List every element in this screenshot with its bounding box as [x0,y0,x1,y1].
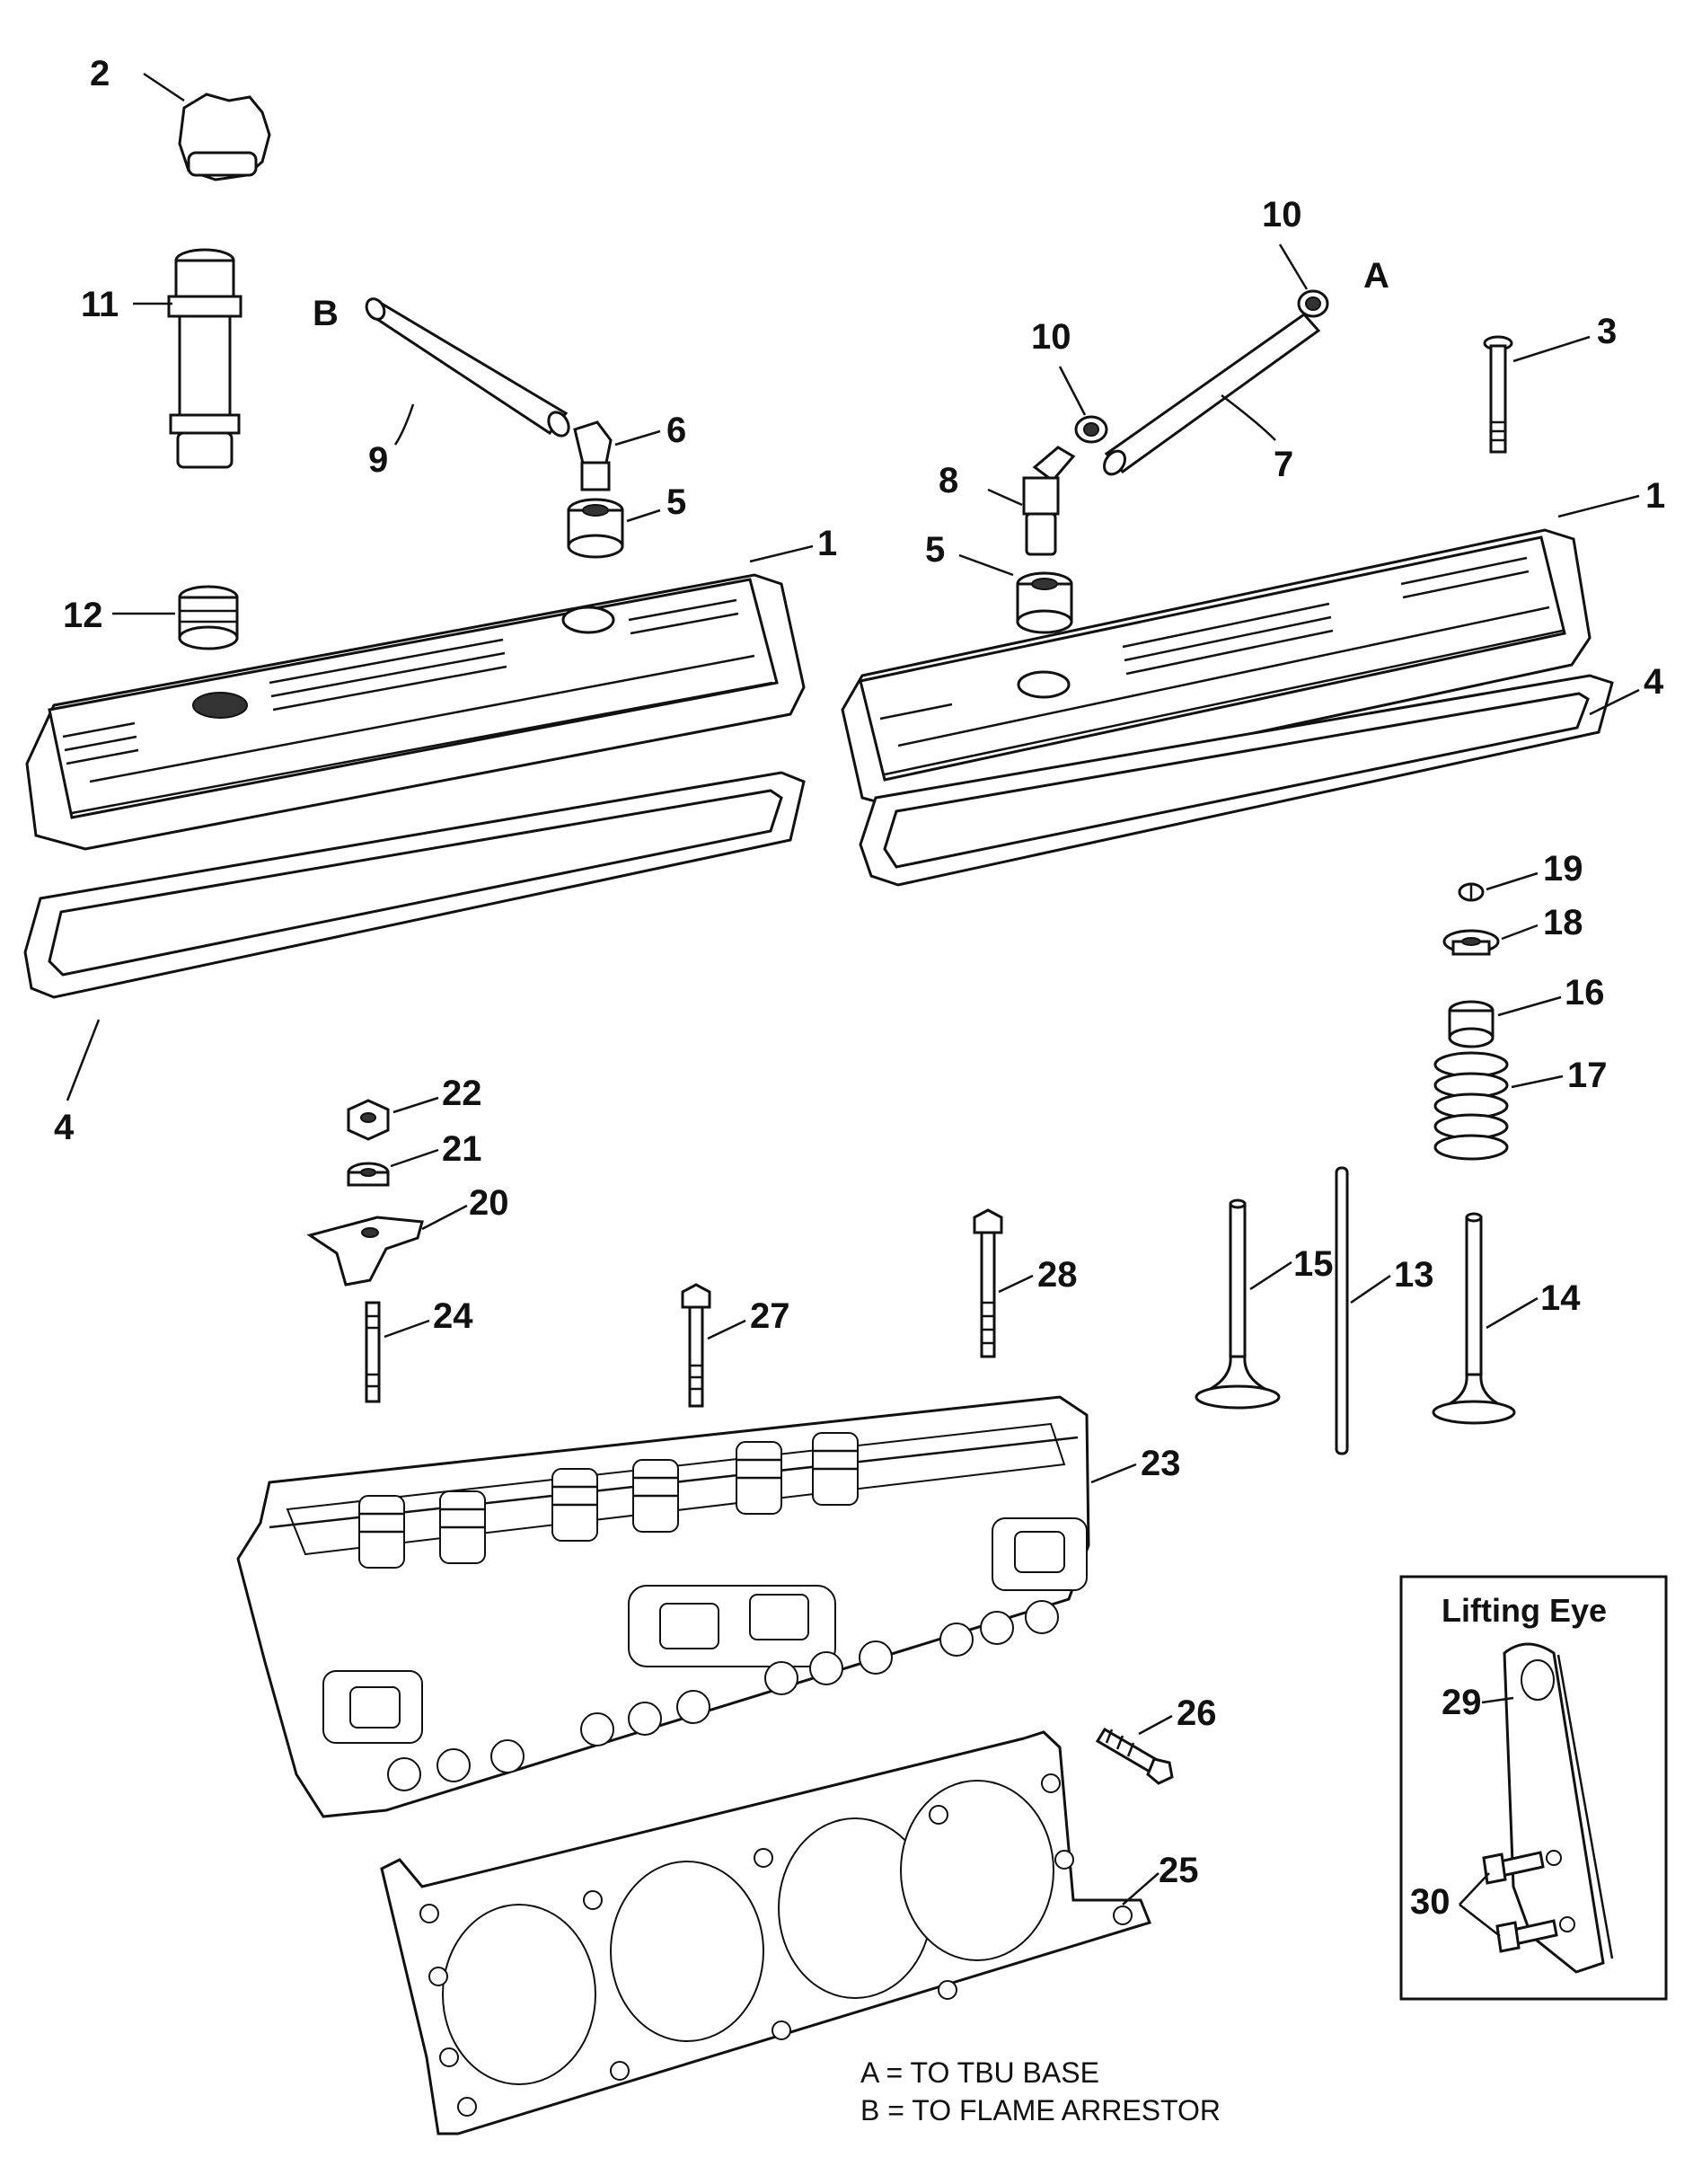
elbow-fitting-6 [573,420,661,491]
valve-seal-16 [1448,995,1562,1048]
callout-5-right: 5 [925,530,945,570]
callout-29: 29 [1442,1683,1482,1722]
pcv-valve-8 [987,446,1076,556]
lifting-eye-bracket-29 [1481,1642,1614,1974]
breather-hose-7 [1103,313,1321,476]
head-bolt-28 [973,1208,1034,1358]
inset-title: Lifting Eye [1442,1592,1607,1629]
rocker-ball-21 [347,1148,439,1187]
callout-4-left: 4 [54,1108,75,1147]
callout-4-right: 4 [1644,662,1664,702]
breather-hose-9 [365,297,570,446]
callout-11: 11 [81,285,119,324]
letter-a: A [1363,256,1389,296]
callout-7: 7 [1274,445,1293,484]
hose-clamp-10-top [1278,243,1329,318]
bolt-26 [1095,1714,1174,1785]
grommet-5-left [567,498,661,559]
oil-fill-tube [133,248,242,469]
rocker-nut-22 [347,1096,439,1141]
valve-cover-left [25,544,814,851]
callout-30: 30 [1410,1882,1451,1922]
lifting-eye-inset: Lifting Eye [1399,1575,1668,2001]
oil-fill-cap [143,72,271,181]
callout-15: 15 [1293,1244,1334,1284]
callout-1-right: 1 [1645,476,1665,516]
lifting-eye-bolts-30 [1459,1851,1558,1953]
callout-28: 28 [1037,1255,1078,1295]
rocker-arm-20 [306,1204,468,1287]
callout-20: 20 [469,1183,509,1223]
callout-26: 26 [1177,1693,1217,1733]
callout-21: 21 [442,1129,482,1169]
callout-23: 23 [1141,1444,1181,1483]
cylinder-head-23 [236,1395,1137,1818]
grommet-12 [112,585,239,650]
valve-retainer-18 [1442,924,1539,956]
valve-cover-right [841,494,1640,810]
callout-9: 9 [368,440,388,480]
callout-25: 25 [1159,1851,1199,1890]
legend-a: A = TO TBU BASE [860,2056,1099,2089]
grommet-5-right [958,553,1073,634]
callout-22: 22 [442,1074,482,1113]
rocker-stud-24 [365,1301,430,1403]
callout-17: 17 [1567,1056,1608,1095]
hose-clamp-10-lower [1058,366,1108,444]
valve-cover-gasket-left [23,771,806,1101]
callout-8: 8 [939,461,958,500]
callout-2: 2 [90,54,110,93]
pushrod-13 [1335,1166,1391,1455]
callout-1-left: 1 [817,524,837,563]
callout-18: 18 [1543,903,1583,942]
callout-3: 3 [1597,312,1617,351]
head-springs [358,1432,859,1569]
callout-12: 12 [63,596,103,635]
callout-24: 24 [433,1296,473,1336]
letter-b: B [313,294,339,333]
callout-16: 16 [1565,973,1605,1012]
legend-b: B = TO FLAME ARRESTOR [860,2094,1221,2127]
valve-cover-gasket-right [859,674,1640,887]
callout-10-lower: 10 [1031,317,1071,357]
cover-bolt-3 [1483,335,1591,454]
callout-27: 27 [750,1296,790,1336]
valve-keeper-19 [1458,871,1539,902]
callout-13: 13 [1394,1255,1434,1295]
callout-5-left: 5 [666,482,686,522]
callout-14: 14 [1540,1278,1581,1318]
intake-valve-15 [1195,1198,1292,1410]
callout-6: 6 [666,411,686,450]
head-bolt-27 [681,1283,746,1408]
valve-spring-17 [1433,1051,1564,1161]
head-gasket-25 [380,1730,1160,2135]
callout-19: 19 [1543,849,1583,889]
callout-10-top: 10 [1262,195,1302,234]
exhaust-valve-14 [1432,1212,1539,1425]
